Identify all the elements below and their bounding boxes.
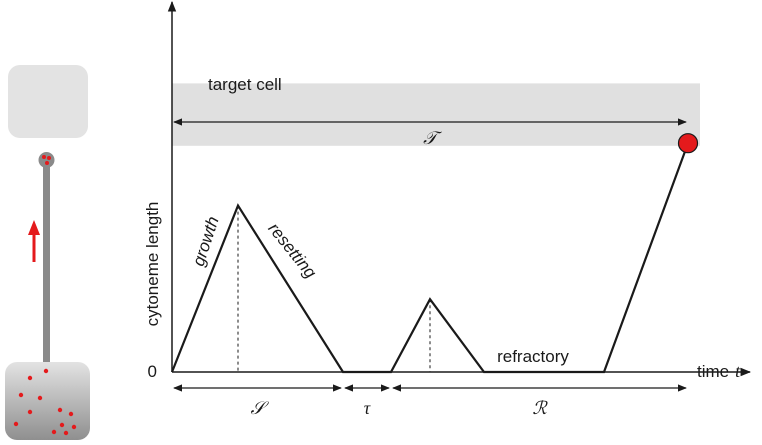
interval-label: 𝒮 xyxy=(251,398,270,418)
tip-particle xyxy=(47,156,51,160)
target-cell-label: target cell xyxy=(208,75,282,94)
refractory-label: refractory xyxy=(497,347,569,366)
cytoneme-stalk xyxy=(43,162,50,376)
source-cell-box xyxy=(5,362,90,440)
target-cell-box xyxy=(8,65,88,138)
interval-label: ℛ xyxy=(532,398,548,418)
tip-particle xyxy=(42,155,46,159)
interval-label: τ xyxy=(364,398,371,418)
contact-marker xyxy=(677,133,699,154)
source-cell-particles xyxy=(13,368,77,436)
origin-label: 0 xyxy=(148,362,157,381)
tip-particle xyxy=(45,161,49,165)
growth-direction-arrowhead xyxy=(28,220,40,235)
y-axis-label: cytoneme length xyxy=(143,202,162,327)
cytoneme-tip xyxy=(38,152,55,168)
resetting-label: resetting xyxy=(264,219,320,282)
growth-label: growth xyxy=(189,214,223,268)
trajectory-line xyxy=(170,142,690,374)
target-cell-band xyxy=(172,83,700,146)
length-trajectory xyxy=(170,133,699,374)
